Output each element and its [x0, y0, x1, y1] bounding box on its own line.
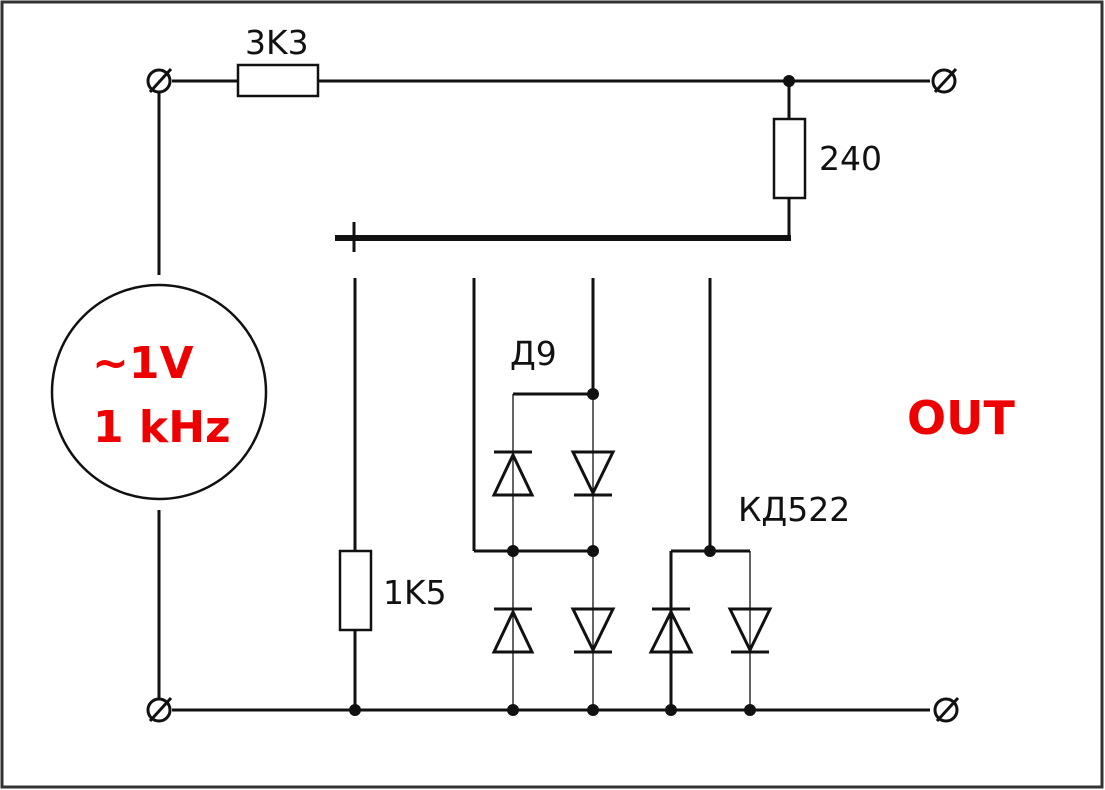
ac-source [50, 283, 268, 501]
junction-dot [587, 388, 599, 400]
junction-dot [349, 704, 361, 716]
diode-group-kd522-label: КД522 [738, 490, 850, 529]
output-label: OUT [907, 391, 1015, 445]
diode-group-d9-label: Д9 [510, 334, 557, 373]
junction-dot [783, 75, 795, 87]
diode-d9-3 [491, 607, 535, 654]
junction-dot [507, 704, 519, 716]
resistor-240 [772, 117, 807, 200]
diode-d9-2 [570, 450, 616, 497]
resistor-3k3 [236, 63, 320, 98]
resistor-240-label: 240 [819, 139, 882, 178]
junction-dot [704, 545, 716, 557]
source-frequency-label: 1 kHz [93, 402, 231, 453]
junction-dot [744, 704, 756, 716]
diode-kd522-1 [648, 607, 694, 654]
junction-dot [587, 545, 599, 557]
resistor-1k5-label: 1K5 [383, 573, 447, 612]
resistor-3k3-label: 3K3 [245, 23, 309, 62]
source-voltage-label: ~1V [92, 338, 194, 389]
terminal-output-bottom [933, 696, 960, 723]
junction-dot [665, 704, 677, 716]
diode-d9-4 [570, 607, 616, 654]
resistor-1k5 [338, 549, 373, 632]
terminal-input-top [146, 67, 173, 94]
diode-kd522-2 [727, 607, 773, 654]
terminal-input-bottom [146, 696, 173, 723]
terminal-output-top [931, 67, 958, 94]
junction-dot [507, 545, 519, 557]
junction-dot [587, 704, 599, 716]
diode-d9-1 [491, 450, 535, 497]
